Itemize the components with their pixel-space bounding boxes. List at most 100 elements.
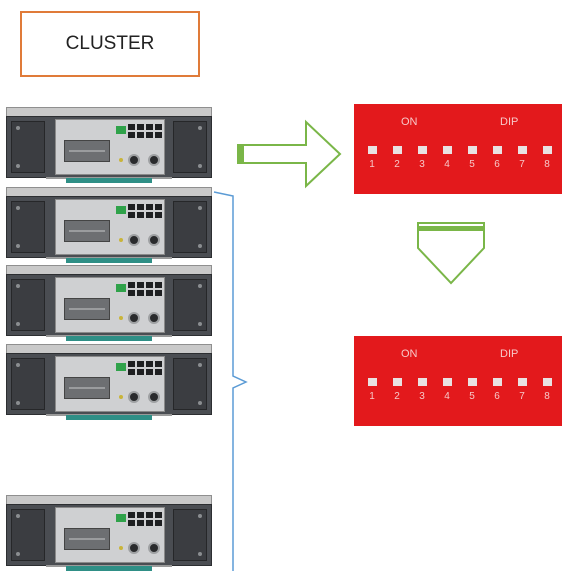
module-front-panel [55,356,165,412]
dip-switch-toggle[interactable] [493,146,502,154]
battery-module [6,344,212,420]
terminal-connector-icon [116,514,126,522]
dip-switch-number: 5 [469,159,475,170]
module-side-panel [173,358,207,410]
module-body [6,504,212,566]
communication-ports [128,204,162,218]
battery-module [6,107,212,183]
module-base-rail [66,336,152,341]
dip-switch-toggle[interactable] [468,146,477,154]
communication-ports [128,124,162,138]
module-base-rail [66,178,152,183]
dip-switch-number: 8 [544,391,550,402]
dip-on-label: ON [401,116,418,128]
module-side-panel [173,121,207,173]
dip-switch-number: 3 [419,159,425,170]
module-body [6,353,212,415]
dip-switch-number: 6 [494,391,500,402]
dip-switch-toggle[interactable] [368,146,377,154]
dip-switch-number: 8 [544,159,550,170]
dip-title-label: DIP [500,348,519,360]
module-base-rail [66,415,152,420]
battery-module [6,265,212,341]
status-led-icon [119,546,123,550]
dip-switch-number: 4 [444,391,450,402]
status-led-icon [119,395,123,399]
module-handle-slot [64,140,110,162]
dip-switch-toggle[interactable] [393,378,402,386]
module-side-panel [11,121,45,173]
dip-switch-after: ON DIP 1 2 3 4 5 6 7 8 [354,336,562,426]
status-led-icon [119,238,123,242]
power-terminal-icon [148,234,160,246]
dip-switch-number: 6 [494,159,500,170]
module-front-panel [55,199,165,255]
cluster-bracket [213,191,248,571]
right-arrow-icon [237,119,342,189]
power-terminal-icon [148,154,160,166]
dip-on-label: ON [401,348,418,360]
dip-switch-toggle[interactable] [443,378,452,386]
dip-title-label: DIP [500,116,519,128]
terminal-connector-icon [116,206,126,214]
module-side-panel [11,358,45,410]
module-front-panel [55,119,165,175]
module-handle-slot [64,377,110,399]
dip-switch-toggle[interactable] [393,146,402,154]
power-terminal-icon [128,542,140,554]
dip-switch-toggle[interactable] [543,146,552,154]
module-handle-slot [64,220,110,242]
dip-switch-toggle[interactable] [518,146,527,154]
down-arrow-icon [417,222,485,285]
dip-switch-number: 7 [519,159,525,170]
dip-switch-number: 1 [369,159,375,170]
terminal-connector-icon [116,126,126,134]
dip-switch-toggle[interactable] [468,378,477,386]
dip-switch-toggle[interactable] [443,146,452,154]
dip-switch-number: 5 [469,391,475,402]
status-led-icon [119,316,123,320]
dip-switch-toggle[interactable] [418,146,427,154]
status-led-icon [119,158,123,162]
module-side-panel [173,509,207,561]
communication-ports [128,282,162,296]
battery-module [6,187,212,263]
module-body [6,196,212,258]
module-front-panel [55,507,165,563]
dip-switch-number: 1 [369,391,375,402]
dip-switch-number: 3 [419,391,425,402]
power-terminal-icon [128,312,140,324]
dip-switch-number: 4 [444,159,450,170]
power-terminal-icon [148,542,160,554]
module-base-rail [66,258,152,263]
module-side-panel [173,279,207,331]
module-side-panel [11,279,45,331]
terminal-connector-icon [116,284,126,292]
dip-switch-toggle[interactable] [493,378,502,386]
power-terminal-icon [128,391,140,403]
module-handle-slot [64,298,110,320]
module-handle-slot [64,528,110,550]
module-side-panel [11,201,45,253]
power-terminal-icon [148,312,160,324]
module-side-panel [11,509,45,561]
cluster-label-box: CLUSTER [20,11,200,77]
dip-switch-toggle[interactable] [418,378,427,386]
module-side-panel [173,201,207,253]
battery-module [6,495,212,571]
power-terminal-icon [128,154,140,166]
dip-switch-number: 7 [519,391,525,402]
dip-switch-number: 2 [394,391,400,402]
module-body [6,116,212,178]
module-body [6,274,212,336]
module-front-panel [55,277,165,333]
dip-switch-toggle[interactable] [518,378,527,386]
terminal-connector-icon [116,363,126,371]
cluster-label: CLUSTER [65,33,155,54]
dip-switch-toggle[interactable] [543,378,552,386]
dip-switch-toggle[interactable] [368,378,377,386]
communication-ports [128,512,162,526]
module-base-rail [66,566,152,571]
